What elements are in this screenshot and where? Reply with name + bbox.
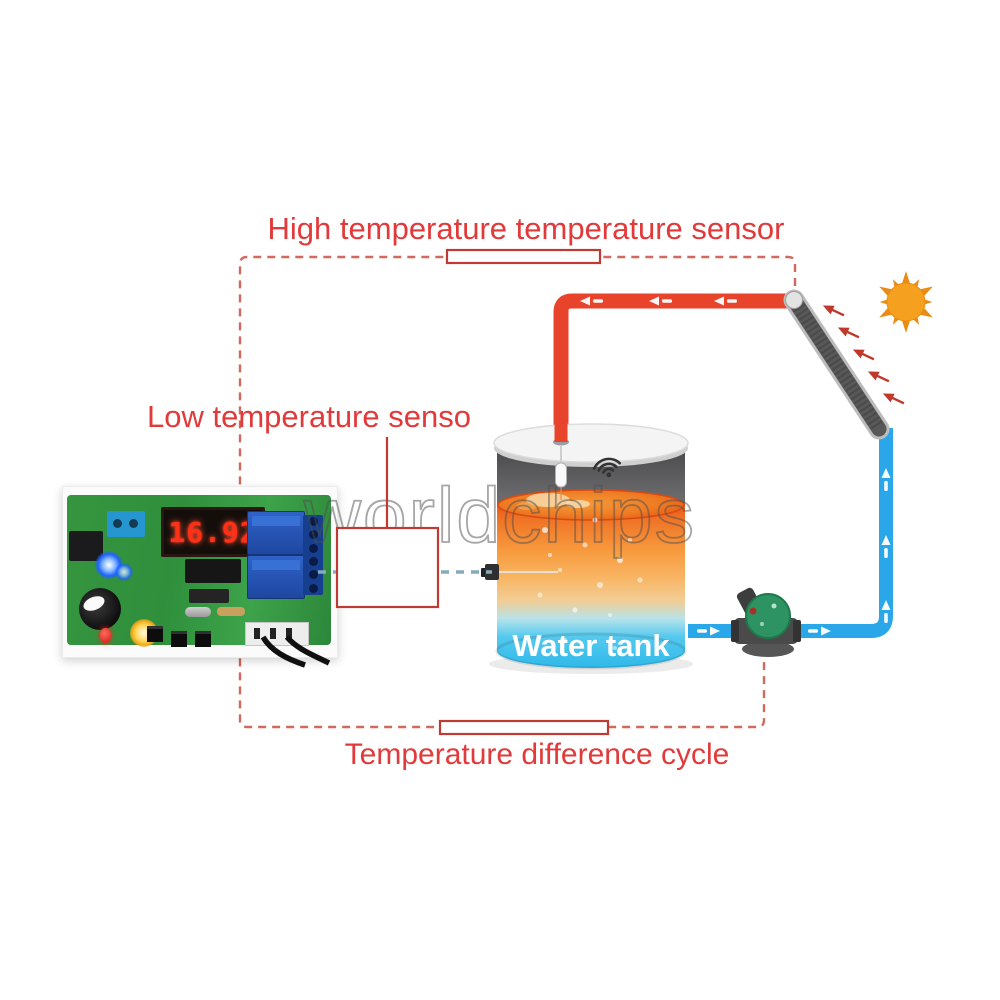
label-box-bottom [438, 719, 610, 736]
pipe-inlet-hole [553, 438, 569, 446]
resistor [217, 607, 245, 616]
red-led [100, 628, 111, 643]
circuit-board: 16.92 [62, 486, 338, 668]
solar-collector-tube [783, 289, 890, 440]
tact-button [171, 631, 187, 647]
tank-label: Water tank [512, 628, 670, 663]
hot-water-surface [497, 489, 685, 521]
crystal [185, 607, 211, 617]
hot-water-pipe [553, 293, 798, 452]
low-temp-sensor-label: Low temperature senso [147, 399, 471, 434]
sunlight-arrow-icons [822, 305, 905, 405]
wifi-icon [592, 457, 622, 478]
hot-pipe-stub [554, 420, 568, 442]
high-temp-sensor-probe [555, 445, 567, 500]
blue-led-2 [115, 563, 133, 581]
bubbles [537, 517, 643, 650]
hot-flow-arrow-icons [580, 296, 737, 306]
tact-button [147, 626, 163, 642]
cold-water-pipe [688, 428, 893, 638]
low-sensor-box [335, 526, 440, 609]
low-temp-sensor-plug [481, 564, 558, 580]
capacitor [79, 588, 121, 630]
cycle-label: Temperature difference cycle [344, 738, 730, 771]
tank-body [497, 444, 685, 668]
output-wires [260, 635, 331, 668]
tact-button [195, 631, 211, 647]
high-temp-sensor-label: High temperature temperature sensor [267, 211, 785, 246]
label-box-top [445, 248, 602, 265]
tank-rim-shadow [494, 429, 688, 467]
ic-chip-2 [189, 589, 229, 603]
tank-rim [493, 423, 689, 463]
pump-icon [731, 587, 801, 657]
sun-icon [879, 271, 933, 333]
terminal-block [107, 511, 145, 537]
tank-shadow [489, 654, 693, 674]
cold-flow-arrow-icons [697, 468, 891, 636]
watermark-text: worldchips [303, 471, 696, 559]
ic-chip [185, 559, 241, 583]
